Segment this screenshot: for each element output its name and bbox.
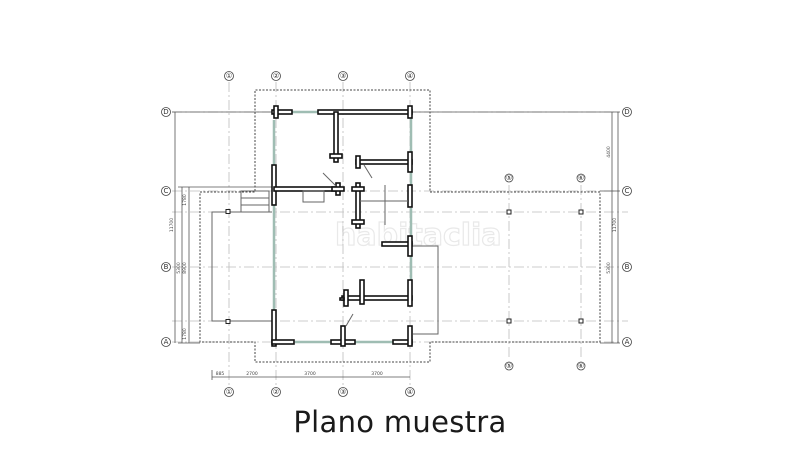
grid-label: ② — [273, 388, 279, 396]
dim-bottom-3: 3700 — [304, 371, 316, 377]
post — [225, 319, 231, 324]
right-porch-posts — [506, 209, 584, 324]
floor-plan-drawing: habitaclia 885 2700 — [161, 71, 632, 397]
grid-label: B — [164, 263, 169, 271]
grid-label: ⑤ — [506, 362, 512, 370]
grid-bubbles-top: ① ② ③ ④ ⑤ ⑥ — [224, 71, 586, 183]
grid-label: ⑥ — [578, 174, 584, 182]
roof-outline — [199, 89, 601, 363]
grid-label: D — [624, 108, 629, 116]
dim-left-2: 5300 — [176, 262, 182, 274]
dim-right-3: 11700 — [612, 218, 618, 232]
left-terrace — [211, 190, 272, 324]
grid-label: A — [164, 338, 169, 346]
dim-left-4: 1780 — [182, 328, 188, 340]
window-glazing — [272, 110, 413, 344]
dim-bottom-1: 885 — [216, 371, 225, 377]
grid-label: C — [164, 187, 169, 195]
grid-bubbles-right: D C B A — [622, 107, 632, 347]
grid-label: D — [163, 108, 168, 116]
dim-left-3: 8900 — [182, 262, 188, 274]
grid-label: ③ — [340, 72, 346, 80]
grid-label: ④ — [407, 72, 413, 80]
grid-label: ② — [273, 72, 279, 80]
grid-label: ③ — [340, 388, 346, 396]
dimension-lines — [172, 111, 620, 380]
dim-bottom-2: 2700 — [246, 371, 258, 377]
grid-label: ⑤ — [506, 174, 512, 182]
dim-bottom-4: 3700 — [371, 371, 383, 377]
grid-label: ① — [226, 388, 232, 396]
dim-left-5: 11700 — [169, 218, 175, 232]
grid-label: ⑥ — [578, 362, 584, 370]
plan-caption: Plano muestra — [293, 405, 507, 439]
grid-label: C — [625, 187, 630, 195]
grid-label: A — [625, 338, 630, 346]
walls — [271, 105, 413, 347]
grid-bubbles-left: D C B A — [161, 107, 171, 347]
dim-left-1: 1780 — [182, 194, 188, 206]
grid-label: B — [625, 263, 630, 271]
annex-outline — [413, 245, 439, 335]
grid-label: ④ — [407, 388, 413, 396]
dimension-labels: 885 2700 3700 3700 1780 5300 8900 1780 1… — [169, 146, 618, 377]
dim-right-2: 5300 — [606, 262, 612, 274]
post — [225, 209, 231, 214]
dim-right-1: 4400 — [606, 146, 612, 158]
grid-bubbles-bottom: ① ② ③ ④ ⑤ ⑥ — [224, 361, 586, 397]
grid-label: ① — [226, 72, 232, 80]
